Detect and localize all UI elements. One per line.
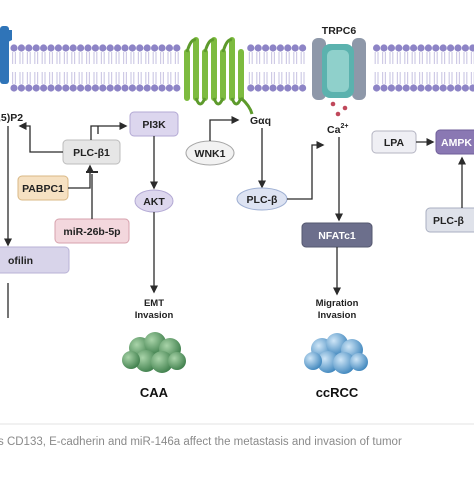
pabpc1-label: PABPC1 <box>22 183 64 195</box>
emt-label: EMT <box>144 298 164 309</box>
invasion-mid-label: Invasion <box>318 310 357 321</box>
caa-label: CAA <box>140 385 169 400</box>
akt-label: AKT <box>143 196 165 208</box>
lpa-label: LPA <box>384 137 405 149</box>
caa-cell-cluster-icon <box>122 332 186 373</box>
gaq-label: Gαq <box>250 115 271 127</box>
ca-base-text: Ca <box>327 124 341 136</box>
ccrcc-cell-cluster-icon <box>304 333 368 374</box>
pip2-label: ,5)P2 <box>0 112 23 124</box>
cofilin-label: ofilin <box>8 255 33 267</box>
trpc6-label: TRPC6 <box>322 25 357 37</box>
invasion-left-label: Invasion <box>135 310 174 321</box>
migration-label: Migration <box>316 298 359 309</box>
plcb1-label: PLC-β1 <box>73 147 110 159</box>
trpc6-channel-icon <box>312 38 366 117</box>
pi3k-label: PI3K <box>142 119 166 131</box>
cofilin-node <box>0 246 70 274</box>
figure-caption: s CD133, E-cadherin and miR-146a affect … <box>0 436 402 448</box>
cell-membrane <box>10 44 474 92</box>
ccrcc-label: ccRCC <box>316 385 359 400</box>
mir-26b-5p-label: miR-26b-5p <box>63 226 120 238</box>
plcb-label: PLC-β <box>247 194 278 206</box>
ampk-node <box>435 129 474 155</box>
ca-superscript-text: 2+ <box>340 123 348 130</box>
wnk1-label: WNK1 <box>195 148 226 160</box>
plcb1-up-line <box>90 125 98 140</box>
left-receptor-icon <box>0 26 12 84</box>
plcb-right-node <box>425 207 474 233</box>
ampk-label: AMPK <box>441 137 472 149</box>
plcb-to-ca-arrow <box>287 141 325 200</box>
ca-label: Ca2+ <box>327 123 348 136</box>
wnk1-to-gaq-arrow <box>209 116 240 141</box>
gpcr-receptor-icon <box>184 37 254 115</box>
nfatc1-label: NFATc1 <box>318 230 356 242</box>
plcb1-to-pip2-arrow <box>18 122 63 153</box>
plcb-right-label: PLC-β <box>433 215 464 227</box>
pabpc1-to-plcb1-arrow <box>68 164 94 189</box>
